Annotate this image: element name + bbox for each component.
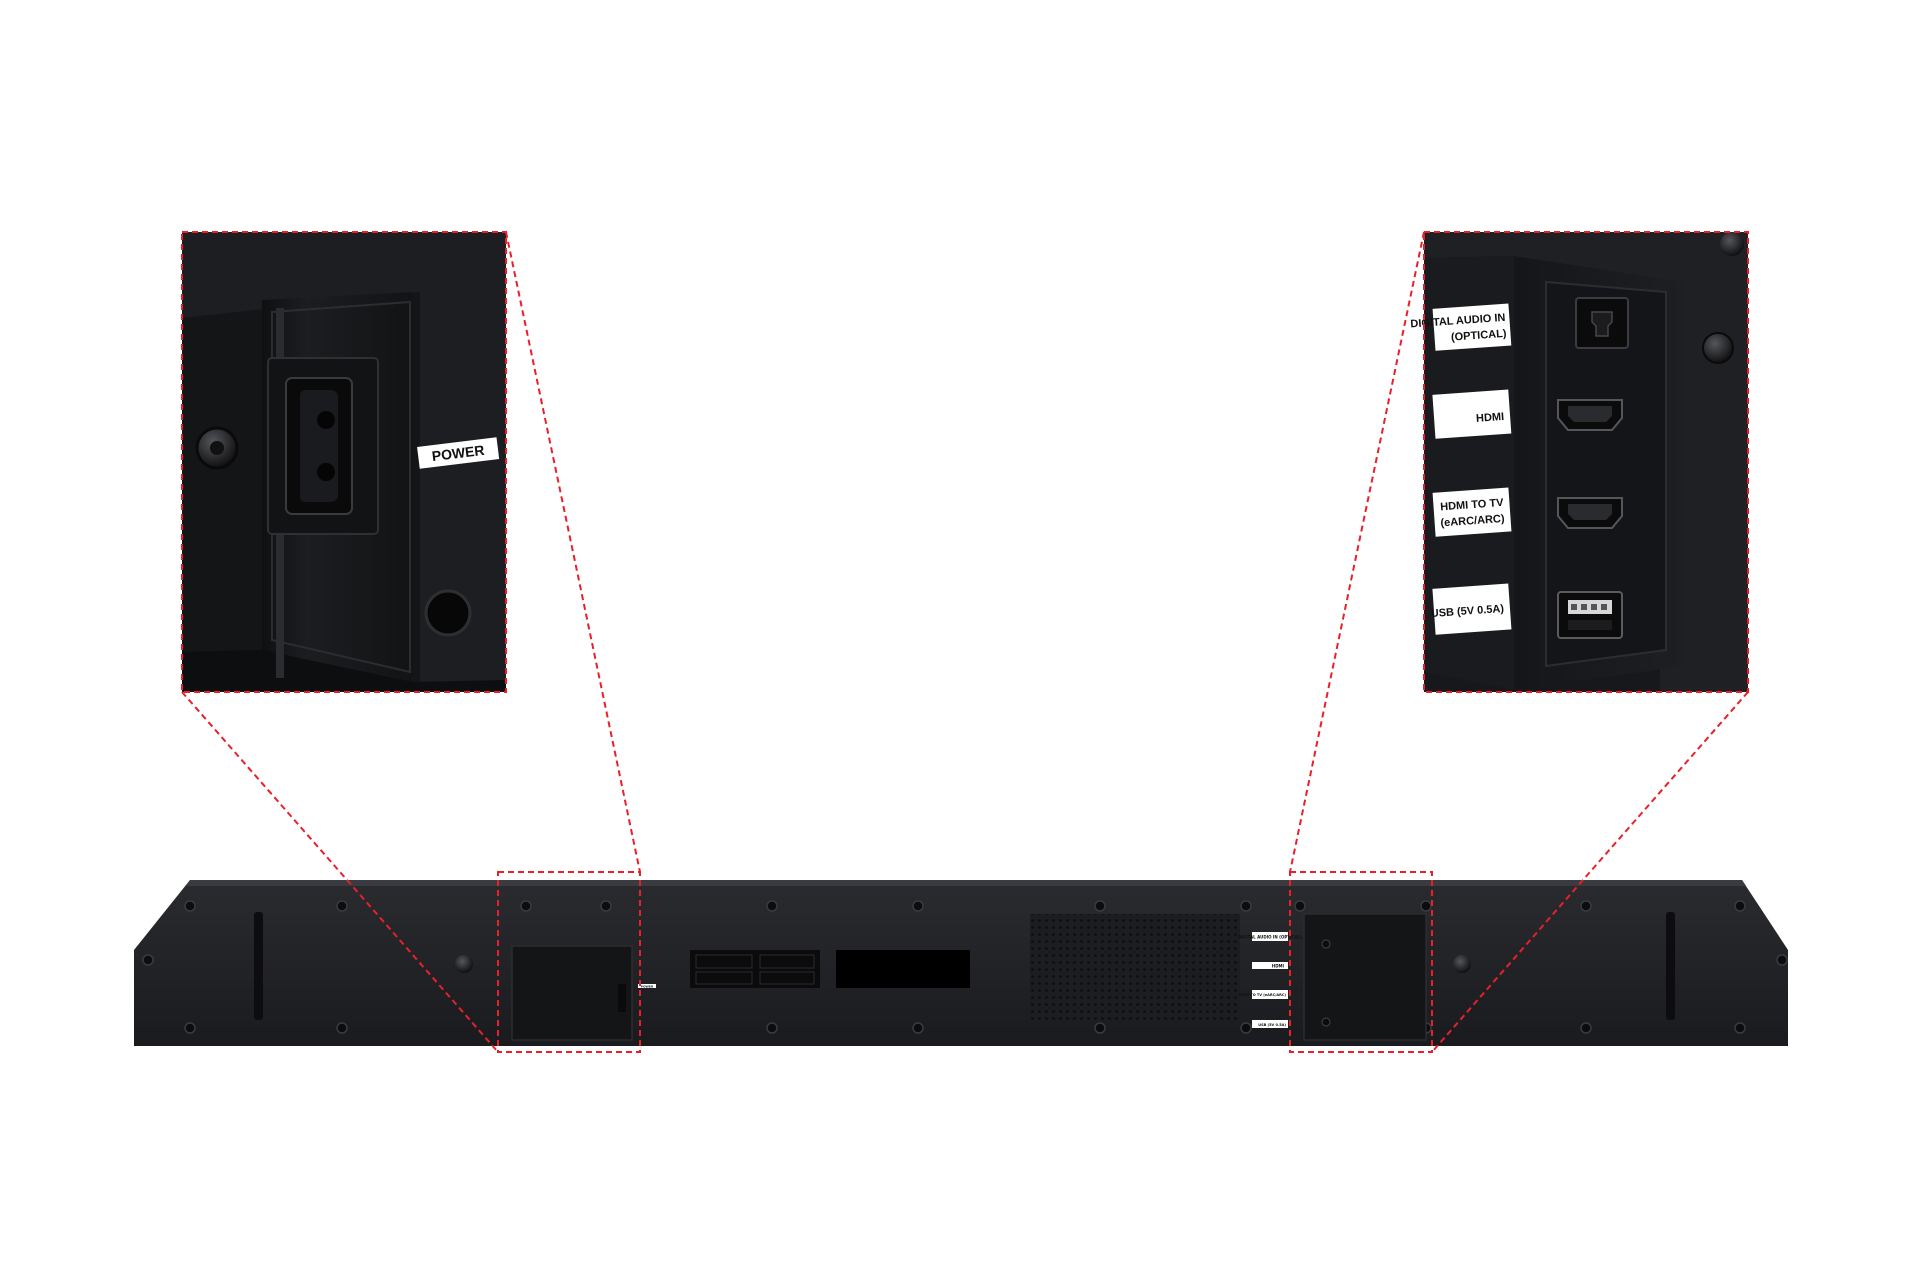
port-label-hdmi-to-tv: HDMI TO TV (eARC/ARC): [1432, 487, 1512, 537]
optical-port-icon: [1575, 297, 1629, 349]
serial-sticker: [836, 950, 970, 988]
power-label: POWER: [431, 442, 485, 464]
right-callout-frame: [1423, 231, 1749, 693]
mount-slot: [1666, 912, 1675, 1020]
left-zoom-callout: POWER: [182, 232, 506, 692]
left-zone-frame: [497, 871, 641, 1053]
right-zone-frame: [1289, 871, 1433, 1053]
svg-text:(eARC/ARC): (eARC/ARC): [1440, 513, 1505, 529]
power-mini-label: [638, 984, 656, 988]
power-socket-icon: [267, 357, 379, 535]
rating-label: [690, 950, 820, 988]
mini-port-labels: DIGITAL AUDIO IN (OPTICAL) HDMI HDMI TO …: [1238, 932, 1302, 1028]
cable-hole-icon: [424, 589, 472, 637]
soundbar-body: POWER DIGITAL AUDIO IN (OPTICAL) HDMI HD…: [134, 880, 1788, 1046]
svg-text:DIGITAL AUDIO IN (OPTICAL): DIGITAL AUDIO IN (OPTICAL): [1238, 935, 1302, 940]
port-label-usb: USB (5V 0.5A): [1430, 583, 1512, 635]
svg-text:USB (5V 0.5A): USB (5V 0.5A): [1430, 603, 1504, 620]
power-label-tag: POWER: [417, 437, 500, 469]
speaker-grille: [1030, 914, 1240, 1022]
hdmi-port-icon: [1557, 399, 1623, 431]
svg-text:HDMI: HDMI: [1476, 411, 1505, 425]
svg-text:HDMI: HDMI: [1272, 964, 1285, 969]
usb-port-icon: [1557, 591, 1623, 639]
mount-slot: [254, 912, 263, 1020]
svg-text:USB (5V 0.5A): USB (5V 0.5A): [1258, 1023, 1286, 1027]
screw-icon: [1702, 332, 1734, 364]
screw-icon: [1453, 955, 1471, 973]
screw-icon: [1720, 232, 1744, 256]
svg-text:(OPTICAL): (OPTICAL): [1451, 328, 1508, 344]
svg-text:HDMI TO TV (eARC/ARC): HDMI TO TV (eARC/ARC): [1238, 993, 1286, 997]
callout-connectors: [181, 231, 1749, 1053]
left-callout-frame: [181, 231, 507, 693]
right-zoom-callout: DIGITAL AUDIO IN (OPTICAL) HDMI HDMI TO …: [1410, 232, 1748, 692]
port-label-hdmi: HDMI: [1432, 389, 1512, 439]
svg-text:HDMI TO TV: HDMI TO TV: [1440, 497, 1505, 513]
hdmi-port-icon: [1557, 497, 1623, 529]
port-label-optical: DIGITAL AUDIO IN (OPTICAL): [1410, 303, 1512, 351]
screw-icon: [455, 955, 473, 973]
svg-text:POWER: POWER: [641, 985, 654, 989]
